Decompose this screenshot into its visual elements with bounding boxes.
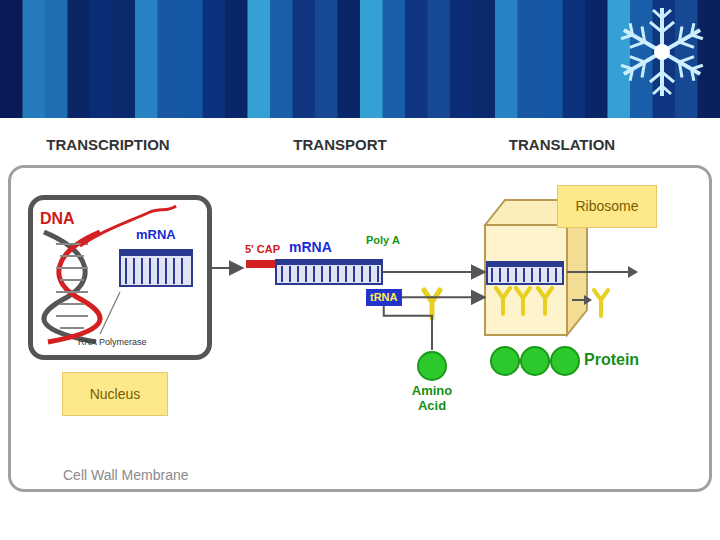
node-text: mRNA <box>289 239 332 255</box>
nucleus-box: Nucleus <box>28 195 212 360</box>
part-name: DNA <box>40 210 75 228</box>
part-name: Poly A <box>366 234 400 247</box>
cell-membrane: Cell Wall Membrane Nucleus 5' CAP mRNA tRNA A… <box>8 165 712 492</box>
connector-arrow <box>382 271 485 273</box>
part-name: mRNA <box>136 228 176 243</box>
arrow-head <box>584 295 592 305</box>
node-text: Amino Acid <box>404 350 460 414</box>
exit-line <box>572 299 586 301</box>
arrow-head <box>628 266 638 278</box>
column-heading: TRANSLATION <box>509 136 615 153</box>
column-heading: TRANSPORT <box>293 136 386 153</box>
mrna-strand: 5' CAP mRNA <box>243 229 382 285</box>
mrna-strip <box>246 260 382 284</box>
snowflake-icon <box>618 8 706 96</box>
trna-symbol <box>594 290 608 316</box>
column-heading: TRANSCRIPTION <box>46 136 169 153</box>
node-text: 5' CAP <box>245 243 280 256</box>
leader-line <box>100 292 120 334</box>
node-text: tRNA <box>370 291 398 304</box>
mrna-strip <box>120 250 192 286</box>
part-name: RNA Polymerase <box>78 337 147 347</box>
node-text: Cell Wall Membrane <box>63 467 189 483</box>
trna-box: tRNA <box>366 289 402 306</box>
ribosome-body <box>485 200 587 335</box>
header-band <box>0 0 720 118</box>
protein-chain <box>491 347 579 375</box>
exit-line <box>567 271 628 273</box>
connector-arrow <box>212 267 243 269</box>
connector-arrow <box>384 306 432 350</box>
amino-acid: Amino Acid <box>404 350 460 414</box>
amino-acid-symbol <box>418 352 446 380</box>
ribosome: Ribosome <box>485 200 661 335</box>
trna-symbol <box>424 290 440 318</box>
node-text: Nucleus <box>62 372 168 416</box>
node-text: Ribosome <box>557 185 657 228</box>
protein-chain-box: Protein <box>488 343 658 379</box>
node-text: Protein <box>584 351 639 369</box>
connector-arrow <box>402 296 486 298</box>
